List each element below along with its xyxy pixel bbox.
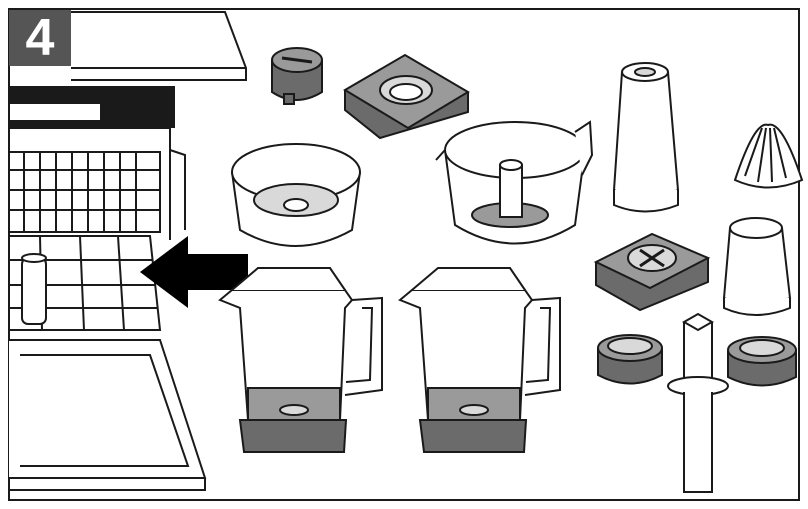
- blade-assembly-base-part: [593, 232, 711, 312]
- cup-lid-left-part: [597, 334, 663, 385]
- dishwasher-upper-rack: [9, 151, 161, 233]
- dishwasher-door: [8, 339, 207, 491]
- single-serve-cup-short-part: [722, 217, 792, 316]
- single-serve-cup-tall-part: [612, 62, 680, 213]
- cup-lid-right-part: [727, 336, 797, 387]
- lid-cap-part: [271, 47, 323, 105]
- feed-chute-lid-part: [343, 53, 470, 140]
- citrus-reamer-cone-part: [733, 123, 804, 189]
- pitcher-left-part: [218, 267, 383, 453]
- panel-border: [8, 8, 800, 501]
- juicer-bowl-part: [435, 120, 594, 245]
- citrus-strainer-basket-part: [231, 143, 361, 247]
- tamper-part: [667, 312, 729, 493]
- step-number-badge: 4: [9, 10, 71, 66]
- insert-arrow: [140, 236, 248, 308]
- dishwasher: [8, 11, 247, 491]
- dishwasher-lower-rack: [9, 235, 162, 331]
- pitcher-right-part: [398, 267, 561, 453]
